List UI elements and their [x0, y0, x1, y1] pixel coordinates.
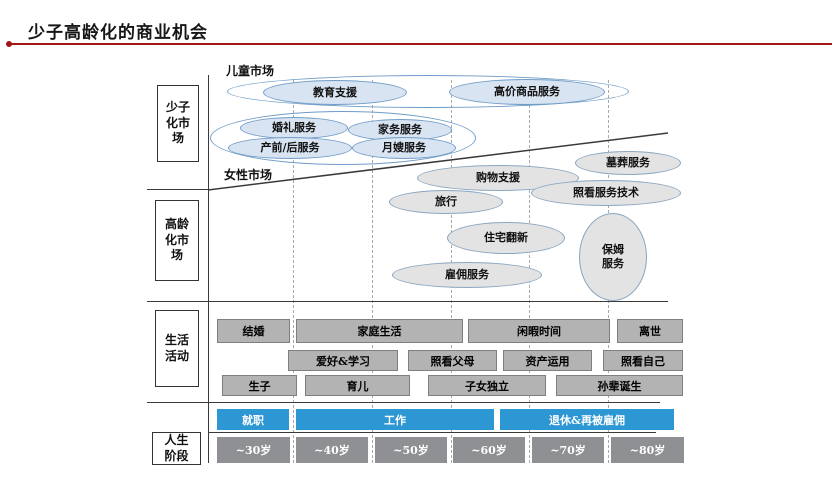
- bubble-home-renovation: 住宅翻新: [447, 222, 565, 254]
- bar-childbirth: 生子: [222, 375, 297, 396]
- age-gridline: [293, 80, 294, 463]
- bar-age-80: ~80岁: [611, 437, 684, 463]
- bar-childcare: 育儿: [305, 375, 410, 396]
- bubble-wedding-services: 婚礼服务: [240, 117, 348, 139]
- bar-start-working: 就职: [217, 409, 289, 430]
- bar-marriage: 结婚: [217, 319, 290, 343]
- bubble-funeral-services: 墓葬服务: [575, 151, 681, 175]
- bar-caring-for-self: 照看自己: [603, 350, 683, 371]
- bubble-pre-postnatal-services: 产前/后服务: [228, 137, 352, 159]
- bubble-education-support: 教育支援: [263, 80, 407, 105]
- bubble-care-service-technology: 照看服务技术: [531, 180, 681, 206]
- bubble-travel: 旅行: [389, 190, 503, 214]
- bubble-employment-services: 雇佣服务: [392, 262, 542, 288]
- bar-working: 工作: [296, 409, 494, 430]
- vertical-axis-line: [208, 75, 209, 463]
- label-women-market: 女性市场: [224, 168, 273, 182]
- section-label-life-activities: 生活 活动: [155, 310, 199, 387]
- section-label-aging-market: 高龄 化市 场: [155, 200, 199, 281]
- label-children-market: 儿童市场: [226, 64, 275, 78]
- bar-age-60: ~60岁: [453, 437, 525, 463]
- bar-age-30: ~30岁: [217, 437, 290, 463]
- bar-age-70: ~70岁: [532, 437, 604, 463]
- bar-passing-away: 离世: [617, 319, 683, 343]
- bar-age-50: ~50岁: [375, 437, 447, 463]
- bar-age-40: ~40岁: [296, 437, 368, 463]
- bar-asset-management: 资产运用: [503, 350, 592, 371]
- bar-leisure-time: 闲暇时间: [468, 319, 610, 343]
- bar-grandchildren-birth: 孙辈诞生: [556, 375, 683, 396]
- section-divider: [208, 432, 656, 433]
- bubble-premium-goods-services: 高价商品服务: [449, 79, 605, 105]
- section-divider: [147, 402, 660, 403]
- bar-family-life: 家庭生活: [296, 319, 463, 343]
- section-divider: [147, 301, 668, 302]
- bar-caring-for-parents: 照看父母: [408, 350, 497, 371]
- title-underline-dot: [6, 41, 12, 47]
- age-gridline: [372, 80, 373, 463]
- children-market-outline-ellipse: [227, 75, 629, 108]
- section-divider: [147, 189, 208, 190]
- bar-retirement-reemployment: 退休&再被雇佣: [500, 409, 674, 430]
- bubble-maternity-nurse-services: 月嫂服务: [352, 137, 456, 159]
- section-label-declining-birthrate-market: 少子 化市 场: [157, 85, 199, 162]
- section-label-life-stage: 人生 阶段: [152, 432, 201, 465]
- page-title: 少子高龄化的商业机会: [28, 23, 208, 43]
- title-underline: [10, 43, 832, 45]
- bar-children-independence: 子女独立: [428, 375, 546, 396]
- bar-hobbies-learning: 爱好&学习: [288, 350, 398, 371]
- women-market-outline-ellipse: [210, 111, 476, 165]
- bubble-nanny-services: 保姆 服务: [579, 213, 647, 301]
